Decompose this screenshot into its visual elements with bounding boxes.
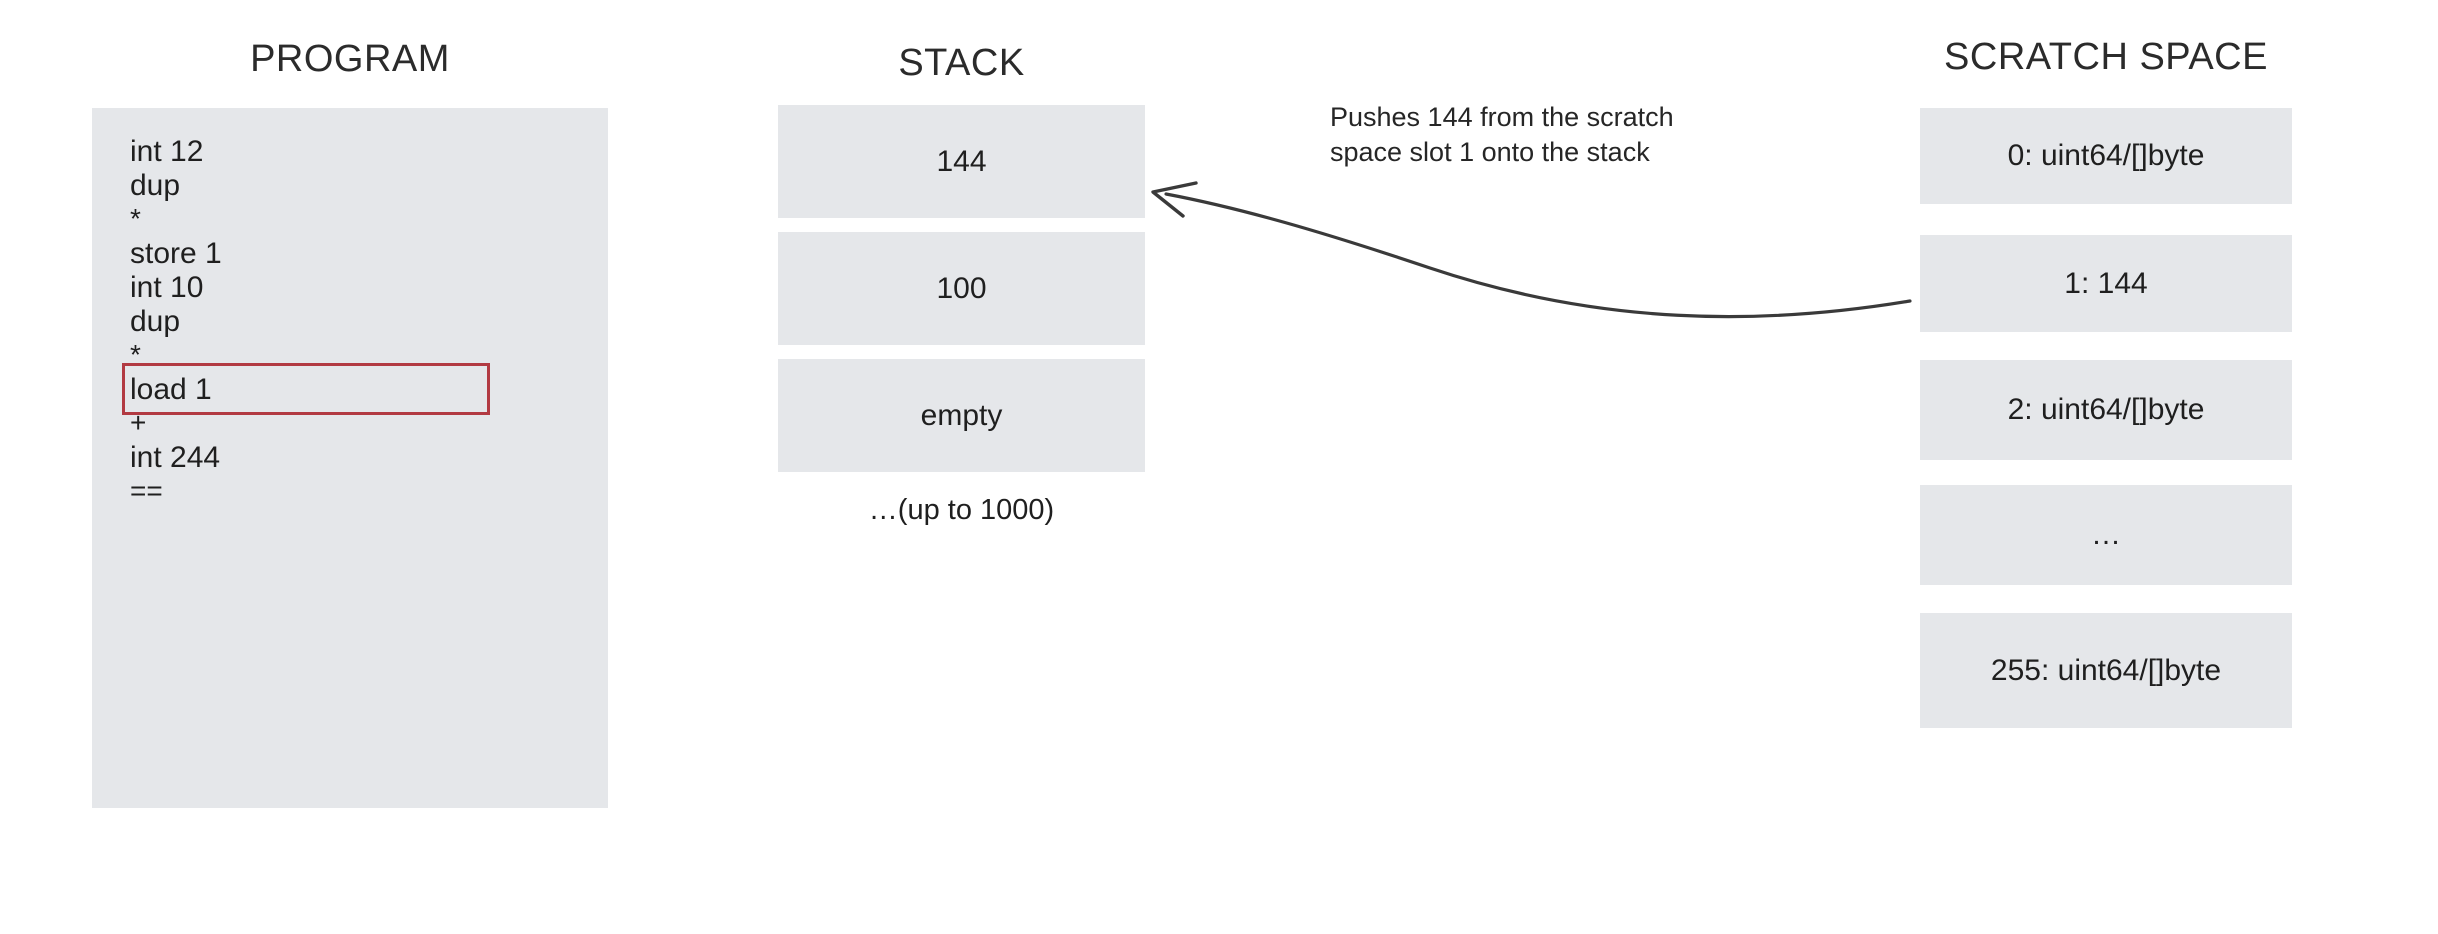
scratch-slot-4: 255: uint64/[]byte (1920, 613, 2292, 728)
program-line-10: int 244 (130, 441, 221, 474)
annotation-line-1: Pushes 144 from the scratch (1330, 102, 1674, 132)
program-line-5: int 10 (130, 271, 204, 304)
stack-slot-1: 100 (778, 232, 1145, 345)
program-line-1: int 12 (130, 135, 204, 168)
program-line-4: store 1 (130, 237, 222, 270)
scratch-slot-2: 2: uint64/[]byte (1920, 360, 2292, 460)
program-line-8: load 1 (130, 373, 212, 406)
program-line-2: dup (130, 169, 181, 202)
program-highlight-box (122, 363, 490, 415)
scratch-slot-3: … (1920, 485, 2292, 585)
scratch-slot-1: 1: 144 (1920, 235, 2292, 332)
arrow-head-icon (1151, 181, 1198, 218)
annotation-text: Pushes 144 from the scratch space slot 1… (1330, 100, 1800, 169)
program-line-7: * (130, 339, 141, 370)
program-column-title: PROGRAM (250, 38, 450, 80)
scratch-space-column-title: SCRATCH SPACE (1944, 36, 2268, 78)
stack-capacity-note: …(up to 1000) (868, 494, 1055, 526)
stack-slot-2: empty (778, 359, 1145, 472)
program-line-9: + (130, 407, 147, 438)
program-line-11: == (130, 475, 163, 506)
program-line-6: dup (130, 305, 181, 338)
scratch-slot-0: 0: uint64/[]byte (1920, 108, 2292, 204)
arrow-curve-path (1164, 192, 1912, 319)
program-line-3: * (130, 203, 141, 234)
annotation-line-2: space slot 1 onto the stack (1330, 136, 1650, 167)
stack-column-title: STACK (898, 42, 1025, 84)
stack-slot-0: 144 (778, 105, 1145, 218)
